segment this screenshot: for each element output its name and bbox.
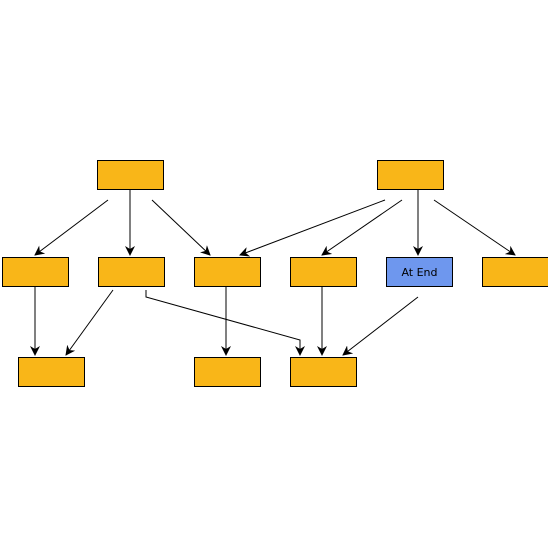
edges-layer bbox=[30, 190, 516, 356]
nodes-layer: At End bbox=[2, 160, 548, 387]
node-mid-4[interactable] bbox=[290, 257, 357, 287]
node-box bbox=[290, 357, 357, 387]
node-root-right[interactable] bbox=[377, 160, 444, 190]
node-box bbox=[377, 160, 444, 190]
node-box bbox=[194, 357, 261, 387]
edge-mid-2-to-leaf-1 bbox=[65, 289, 114, 356]
node-box bbox=[482, 257, 548, 287]
edge-root-left-to-mid-3 bbox=[151, 199, 211, 256]
node-label: At End bbox=[401, 266, 437, 279]
edge-root-right-to-mid-3 bbox=[239, 199, 386, 257]
node-mid-2[interactable] bbox=[98, 257, 165, 287]
edge-mid-2-to-leaf-3 bbox=[145, 290, 305, 356]
node-leaf-2[interactable] bbox=[194, 357, 261, 387]
node-box bbox=[98, 257, 165, 287]
node-mid-3[interactable] bbox=[194, 257, 261, 287]
node-mid-1[interactable] bbox=[2, 257, 69, 287]
edge-root-right-to-mid-6 bbox=[433, 199, 516, 256]
node-leaf-3[interactable] bbox=[290, 357, 357, 387]
node-leaf-1[interactable] bbox=[18, 357, 85, 387]
node-box bbox=[386, 257, 453, 287]
node-box bbox=[194, 257, 261, 287]
edge-root-left-to-mid-1 bbox=[34, 199, 109, 256]
node-mid-6[interactable] bbox=[482, 257, 548, 287]
edge-root-right-to-mid-4 bbox=[321, 199, 403, 256]
node-box bbox=[18, 357, 85, 387]
node-root-left[interactable] bbox=[97, 160, 164, 190]
node-box bbox=[2, 257, 69, 287]
node-mid-5[interactable]: At End bbox=[386, 257, 453, 287]
node-box bbox=[290, 257, 357, 287]
node-box bbox=[97, 160, 164, 190]
edge-mid-5-to-leaf-3 bbox=[342, 296, 419, 356]
